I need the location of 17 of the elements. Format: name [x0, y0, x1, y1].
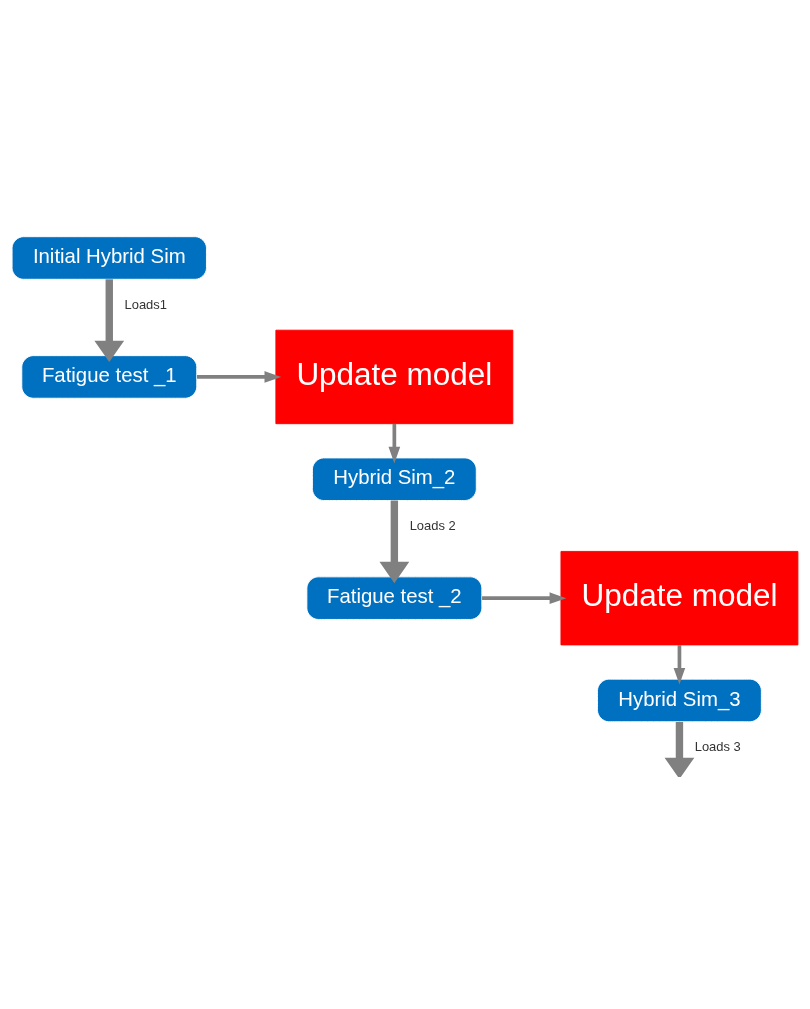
node-box: Fatigue test _2 — [306, 575, 483, 620]
node-box: Initial Hybrid Sim — [11, 235, 207, 280]
node-box: Hybrid Sim_3 — [597, 678, 762, 722]
node-box: Hybrid Sim_2 — [311, 456, 477, 501]
arrow — [94, 278, 125, 362]
arrow — [482, 591, 567, 604]
edge-label: Loads 2 — [409, 517, 456, 533]
edge-label: Loads 3 — [694, 738, 741, 754]
arrow — [388, 423, 401, 463]
arrow — [379, 500, 410, 583]
node-box: Update model — [275, 329, 514, 424]
arrow — [196, 370, 282, 383]
arrow — [664, 721, 695, 777]
edge-label: Loads1 — [124, 296, 167, 312]
node-box: Update model — [560, 550, 799, 645]
arrow — [673, 644, 686, 685]
node-box: Fatigue test _1 — [21, 354, 198, 399]
